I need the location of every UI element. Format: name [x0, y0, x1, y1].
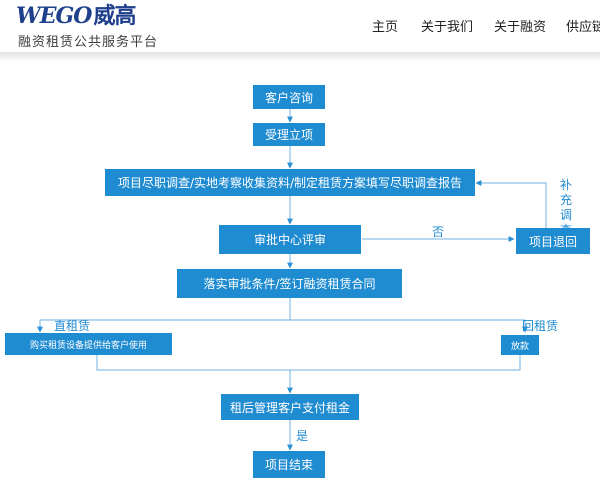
step-purchase-equipment: 购买租赁设备提供给客户使用 [5, 333, 172, 355]
logo-chinese: 威高 [93, 3, 136, 29]
step-accept-project: 受理立项 [253, 123, 325, 146]
step-project-return: 项目退回 [516, 228, 590, 254]
label-supplement-investigation: 补 充 调 查 [560, 178, 572, 238]
step-project-end: 项目结束 [253, 451, 325, 478]
nav-about-us[interactable]: 关于我们 [421, 20, 474, 35]
step-disburse-loan: 放款 [501, 335, 539, 355]
nav-about-financing[interactable]: 关于融资 [494, 20, 547, 35]
logo-latin: WEGO [16, 3, 92, 29]
logo[interactable]: WEGO威高 [16, 3, 136, 29]
label-no: 否 [432, 225, 445, 239]
step-sign-contract: 落实审批条件/签订融资租赁合同 [177, 269, 402, 298]
header-shadow [0, 52, 600, 62]
label-supplement-char-4: 查 [560, 223, 573, 237]
nav-supply-chain[interactable]: 供应链 [566, 20, 600, 35]
label-supplement-char-2: 充 [560, 193, 573, 207]
step-review-center: 审批中心评审 [219, 225, 361, 254]
label-supplement-char-1: 补 [560, 178, 573, 192]
label-yes: 是 [296, 429, 309, 443]
step-post-lease-management: 租后管理客户支付租金 [221, 394, 359, 420]
label-direct-lease: 直租赁 [54, 319, 91, 333]
site-header: WEGO威高 融资租赁公共服务平台 主页 关于我们 关于融资 供应链 [0, 0, 600, 52]
tagline: 融资租赁公共服务平台 [18, 35, 159, 50]
step-customer-consult: 客户咨询 [253, 85, 325, 109]
step-due-diligence: 项目尽职调查/实地考察收集资料/制定租赁方案填写尽职调查报告 [105, 169, 475, 196]
label-supplement-char-3: 调 [560, 208, 573, 222]
nav-home[interactable]: 主页 [372, 20, 399, 35]
label-leaseback: 回租赁 [522, 319, 559, 333]
